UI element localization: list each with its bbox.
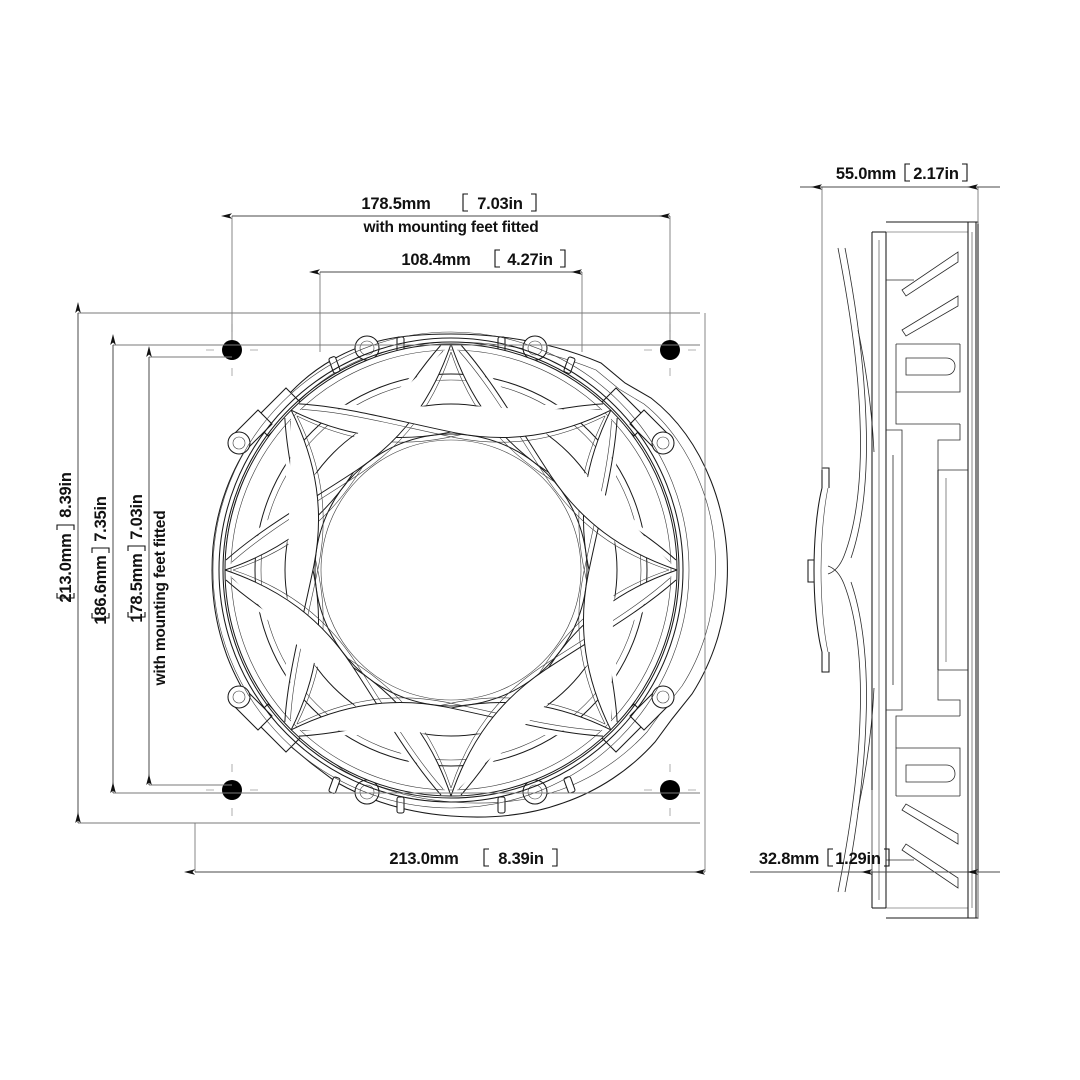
dim-213-0-vertical: 213.0mm 8.39in xyxy=(56,302,700,824)
side-rear-lip xyxy=(968,221,979,919)
screw-boss-bottom-right xyxy=(522,779,548,805)
dim-178-5-vertical-bracket xyxy=(127,545,146,618)
dim-32-8-horizontal-alt: 1.29in xyxy=(835,850,881,868)
dim-213-0-horizontal: 213.0mm 8.39in xyxy=(184,313,706,875)
dim-178-5-horizontal-note: with mounting feet fitted xyxy=(363,219,539,236)
dim-108-4-horizontal-alt: 4.27in xyxy=(507,251,553,269)
screw-boss-top-left xyxy=(354,335,380,361)
dim-55-0-horizontal-alt: 2.17in xyxy=(913,165,959,183)
dim-186-6-vertical-alt: 7.35in xyxy=(92,496,110,542)
grille-outer-rim xyxy=(218,337,684,803)
dim-213-0-vertical-alt: 8.39in xyxy=(57,472,75,518)
dim-32-8-horizontal-value: 32.8mm xyxy=(759,850,819,868)
dim-178-5-vertical-alt: 7.03in xyxy=(128,494,146,540)
dim-32-8-horizontal: 32.8mm 1.29in xyxy=(750,790,1000,918)
side-view xyxy=(807,221,979,919)
speaker-grille xyxy=(224,343,678,797)
mounting-hole-bottom-right xyxy=(644,764,696,816)
screw-boss-bottom-left xyxy=(354,779,380,805)
dim-178-5-horizontal-alt: 7.03in xyxy=(477,195,523,213)
side-grille-profile xyxy=(807,467,830,673)
grille-spokes-ccw xyxy=(224,343,678,797)
dim-213-0-horizontal-alt: 8.39in xyxy=(498,850,544,868)
dim-213-0-vertical-bracket xyxy=(56,524,75,599)
dim-186-6-vertical: 186.6mm 7.35in xyxy=(91,334,700,794)
dim-55-0-horizontal-bracket xyxy=(904,163,968,182)
dim-178-5-vertical: 178.5mm 7.03in with mounting feet fitted xyxy=(127,346,232,786)
dim-213-0-vertical-value: 213.0mm xyxy=(57,533,75,602)
dim-213-0-horizontal-value: 213.0mm xyxy=(389,850,458,868)
dim-178-5-horizontal: 178.5mm 7.03in with mounting feet fitted xyxy=(221,193,671,340)
dim-186-6-vertical-value: 186.6mm xyxy=(92,555,110,624)
dim-178-5-vertical-note: with mounting feet fitted xyxy=(152,511,169,687)
screw-boss-top-right xyxy=(522,335,548,361)
dim-55-0-horizontal: 55.0mm 2.17in xyxy=(800,163,1000,470)
dim-186-6-vertical-bracket xyxy=(91,547,110,619)
dim-108-4-horizontal-value: 108.4mm xyxy=(401,251,470,269)
dim-108-4-horizontal: 108.4mm 4.27in xyxy=(309,249,583,352)
dim-32-8-horizontal-bracket xyxy=(827,848,890,867)
dim-178-5-vertical-value: 178.5mm xyxy=(128,553,146,622)
dim-213-0-horizontal-bracket xyxy=(483,848,558,867)
front-view xyxy=(206,324,728,818)
side-basket xyxy=(886,221,977,919)
dim-178-5-horizontal-value: 178.5mm xyxy=(361,195,430,213)
dim-55-0-horizontal-value: 55.0mm xyxy=(836,165,896,183)
side-grille-bars xyxy=(827,247,875,893)
dim-178-5-horizontal-bracket xyxy=(462,193,537,212)
dim-108-4-horizontal-bracket xyxy=(494,249,566,268)
